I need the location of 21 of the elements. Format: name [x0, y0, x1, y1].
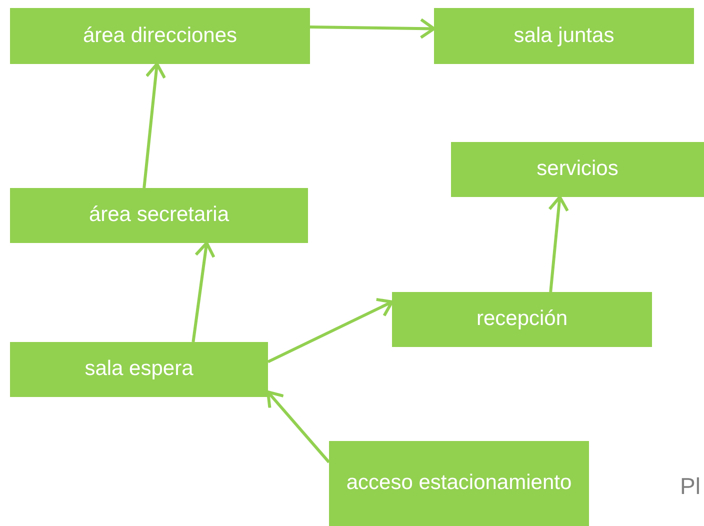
- arrow: [548, 196, 569, 292]
- room-box: [10, 342, 268, 397]
- room-name: área direcciones: [82, 22, 238, 49]
- room-box: [451, 142, 704, 197]
- arrow: [310, 18, 436, 40]
- room-name: área secretaria: [88, 202, 230, 228]
- room-name: sala juntas: [514, 22, 614, 49]
- room-name: servicios: [536, 156, 618, 182]
- room-box: [329, 441, 589, 526]
- arrow: [266, 390, 330, 464]
- room-name: sala espera: [84, 356, 194, 382]
- room-box: [10, 8, 310, 64]
- arrow: [142, 62, 166, 188]
- arrow: [267, 298, 394, 364]
- footer-text: Pl: [680, 473, 700, 500]
- arrow: [192, 242, 216, 342]
- room-box: [10, 188, 308, 243]
- room-name: recepción: [476, 306, 568, 332]
- room-name: acceso estacionamiento: [346, 470, 572, 496]
- room-box: [392, 292, 652, 347]
- room-box: [434, 8, 694, 64]
